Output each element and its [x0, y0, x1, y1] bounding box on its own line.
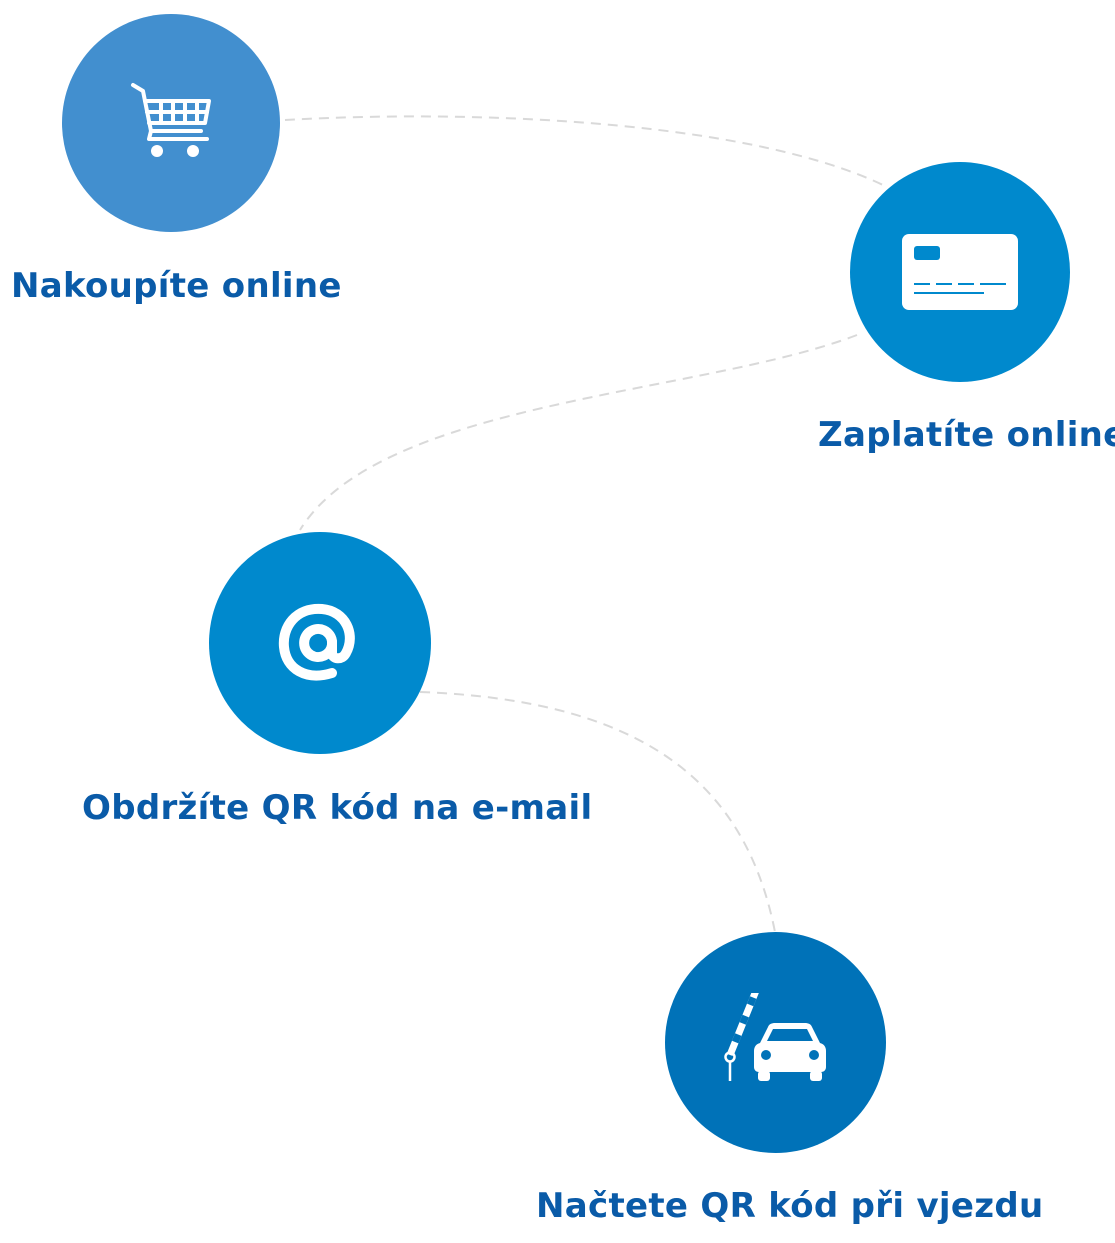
step-1-label: Nakoupíte online [11, 266, 342, 306]
step-2-label: Zaplatíte online [818, 415, 1115, 455]
connector-3-4 [419, 691, 776, 933]
step-4-circle [665, 932, 886, 1153]
step-3-circle [209, 532, 431, 754]
connector-2-3 [299, 334, 858, 531]
barrier-car-icon [723, 992, 826, 1081]
connector-1-2 [284, 115, 886, 187]
step-3-label: Obdržíte QR kód na e-mail [82, 788, 593, 828]
step-2-circle [850, 162, 1070, 382]
step-1-circle [62, 14, 280, 232]
at-sign-icon [278, 603, 355, 681]
credit-card-icon [902, 234, 1018, 310]
step-4-label: Načtete QR kód při vjezdu [536, 1186, 1044, 1226]
shopping-cart-icon [131, 83, 211, 157]
